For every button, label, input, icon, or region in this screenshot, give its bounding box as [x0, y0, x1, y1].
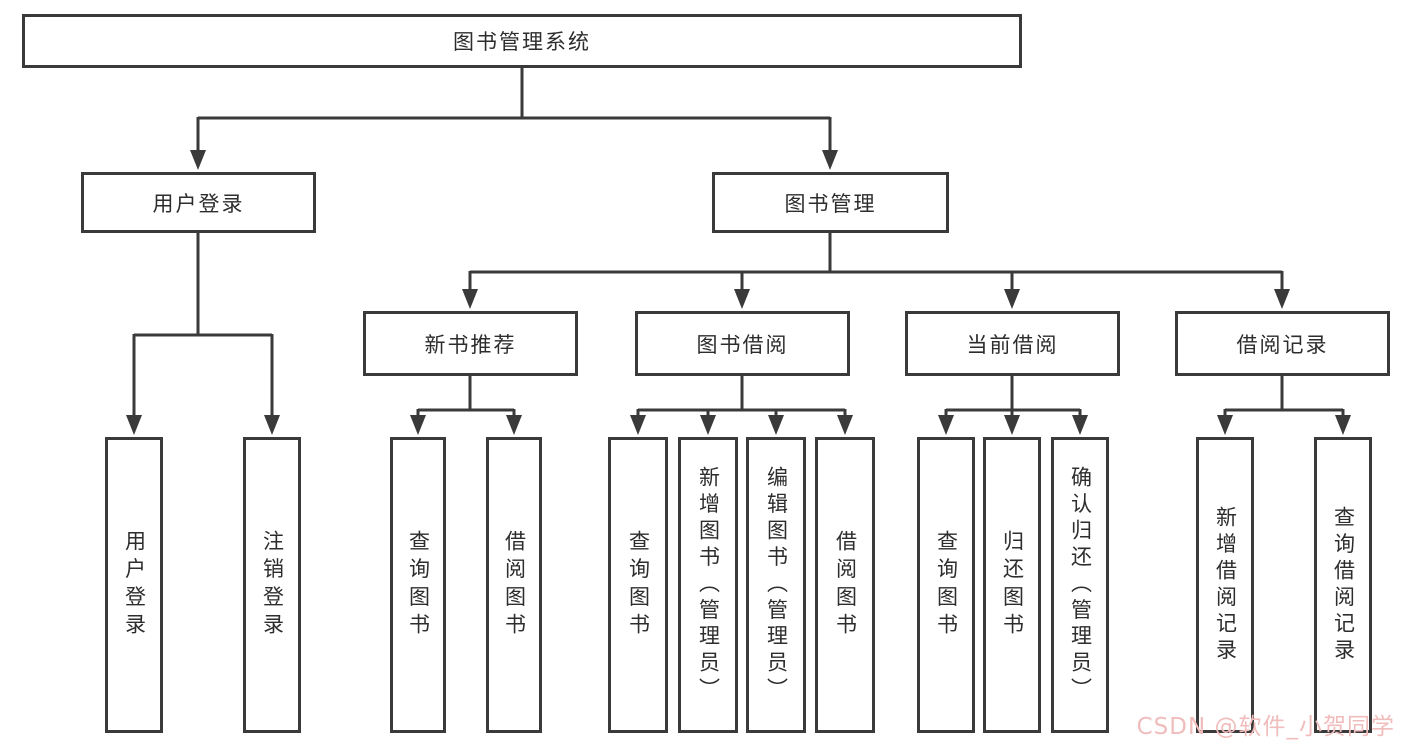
- leaf-confirm-return-admin: 确认归还（管理员）: [1051, 437, 1109, 733]
- node-current-borrow-label: 当前借阅: [966, 332, 1059, 357]
- node-user-login-label: 用户登录: [152, 191, 245, 216]
- leaf-query-books-borrow-label: 查询图书: [626, 529, 651, 641]
- leaf-add-book-admin-label: 新增图书（管理员）: [696, 465, 721, 705]
- leaf-query-books-recommend-label: 查询图书: [406, 529, 431, 641]
- leaf-logout-label: 注销登录: [260, 529, 285, 641]
- leaf-return-books-label: 归还图书: [1000, 529, 1025, 641]
- leaf-query-borrow-record: 查询借阅记录: [1314, 437, 1372, 733]
- leaf-borrow-books-label: 借阅图书: [833, 529, 858, 641]
- node-book-borrow: 图书借阅: [635, 311, 850, 376]
- leaf-query-books-recommend: 查询图书: [390, 437, 446, 733]
- leaf-borrow-books-recommend: 借阅图书: [486, 437, 542, 733]
- leaf-return-books: 归还图书: [983, 437, 1041, 733]
- leaf-query-books-current: 查询图书: [917, 437, 975, 733]
- leaf-add-borrow-record: 新增借阅记录: [1196, 437, 1254, 733]
- leaf-query-borrow-record-label: 查询借阅记录: [1331, 505, 1356, 665]
- leaf-borrow-books-recommend-label: 借阅图书: [502, 529, 527, 641]
- leaf-confirm-return-admin-label: 确认归还（管理员）: [1068, 465, 1093, 705]
- watermark: CSDN @软件_小贺同学: [1136, 714, 1395, 740]
- connector-root: [196, 68, 832, 150]
- node-book-borrow-label: 图书借阅: [696, 332, 789, 357]
- leaf-user-login: 用户登录: [105, 437, 163, 733]
- leaf-logout: 注销登录: [243, 437, 301, 733]
- node-book-management-label: 图书管理: [784, 191, 877, 216]
- connector-cur-borrow: [944, 376, 1082, 415]
- leaf-query-books-borrow: 查询图书: [608, 437, 668, 733]
- connector-borrow-rec: [1223, 376, 1345, 415]
- node-borrow-records: 借阅记录: [1175, 311, 1390, 376]
- node-root: 图书管理系统: [22, 14, 1022, 68]
- connector-book-mgmt: [468, 233, 1284, 289]
- leaf-query-books-current-label: 查询图书: [934, 529, 959, 641]
- connector-book-borrow: [636, 376, 847, 415]
- node-borrow-records-label: 借阅记录: [1236, 332, 1329, 357]
- connector-user-login: [132, 233, 274, 415]
- leaf-edit-book-admin-label: 编辑图书（管理员）: [764, 465, 789, 705]
- node-root-label: 图书管理系统: [453, 30, 591, 54]
- leaf-borrow-books: 借阅图书: [815, 437, 875, 733]
- node-user-login: 用户登录: [81, 172, 316, 233]
- leaf-edit-book-admin: 编辑图书（管理员）: [746, 437, 806, 733]
- leaf-user-login-label: 用户登录: [122, 529, 147, 641]
- node-new-book-recommend: 新书推荐: [363, 311, 578, 376]
- connector-new-book: [416, 376, 516, 415]
- leaf-add-book-admin: 新增图书（管理员）: [678, 437, 738, 733]
- node-current-borrow: 当前借阅: [905, 311, 1120, 376]
- leaf-add-borrow-record-label: 新增借阅记录: [1213, 505, 1238, 665]
- node-new-book-recommend-label: 新书推荐: [424, 332, 517, 357]
- node-book-management: 图书管理: [712, 172, 949, 233]
